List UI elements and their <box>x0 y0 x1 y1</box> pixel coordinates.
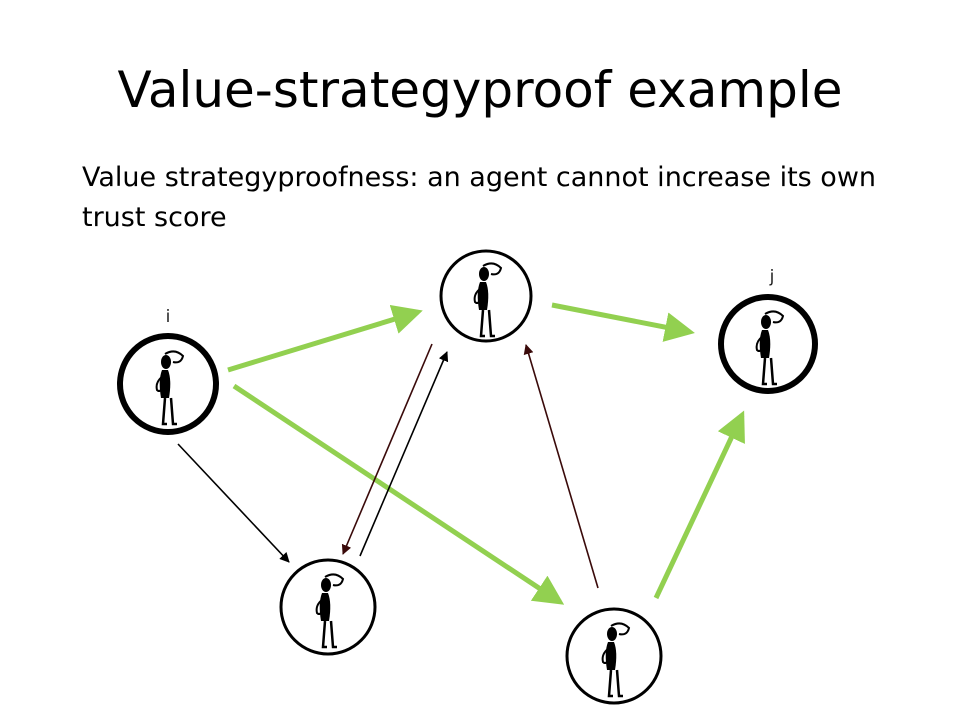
edge-bottom-right-to-j <box>653 410 745 600</box>
edge-i-to-bottom-right <box>232 383 565 605</box>
node-bottom-left <box>279 558 377 656</box>
slide-title: Value-strategyproof example <box>117 61 843 119</box>
edge-i-to-bottom-left <box>177 443 290 563</box>
edge-bottom-right-to-top <box>523 344 599 589</box>
node-top <box>439 249 533 343</box>
node-bottom-right <box>565 607 663 705</box>
edge-top-to-bottom-left <box>341 343 433 555</box>
node-label-i: i <box>166 307 171 327</box>
slide-subtitle: Value strategyproofness: an agent cannot… <box>82 162 877 233</box>
node-i: i <box>117 307 219 435</box>
edge-top-to-j <box>551 302 695 342</box>
edge-bottom-left-to-top <box>359 351 449 557</box>
node-label-j: j <box>769 267 775 287</box>
edge-i-to-top <box>227 304 423 373</box>
node-j: j <box>718 267 818 394</box>
